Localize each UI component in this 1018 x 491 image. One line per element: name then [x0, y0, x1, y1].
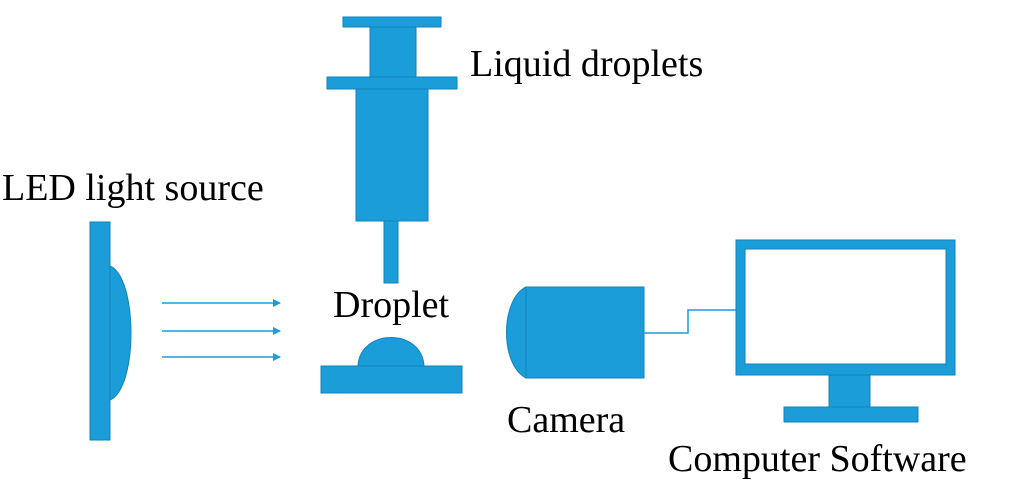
- computer-monitor: [735, 239, 956, 423]
- led-light-source: [89, 221, 132, 441]
- stage-plate: [320, 365, 463, 394]
- monitor-screen: [744, 248, 947, 365]
- droplet-shape: [357, 337, 425, 367]
- label-liquid-droplets: Liquid droplets: [470, 43, 703, 85]
- light-rays: [162, 299, 281, 361]
- syringe-plunger-rod: [369, 26, 417, 78]
- label-droplet: Droplet: [333, 284, 450, 326]
- sample-stage: [320, 337, 463, 394]
- led-panel: [89, 221, 111, 441]
- syringe-barrel: [355, 88, 429, 222]
- syringe-plunger-cap: [342, 16, 442, 28]
- data-cable: [644, 309, 736, 334]
- monitor-base: [783, 406, 919, 423]
- led-lens: [109, 265, 132, 401]
- camera-lens: [506, 286, 527, 379]
- label-camera: Camera: [507, 399, 625, 441]
- camera-body: [525, 286, 645, 379]
- camera: [506, 286, 645, 379]
- label-computer-software: Computer Software: [668, 438, 967, 480]
- syringe-needle: [383, 220, 399, 284]
- syringe-flange: [326, 76, 458, 90]
- syringe: [326, 16, 458, 284]
- monitor-neck: [828, 374, 871, 408]
- label-led-light-source: LED light source: [2, 167, 264, 209]
